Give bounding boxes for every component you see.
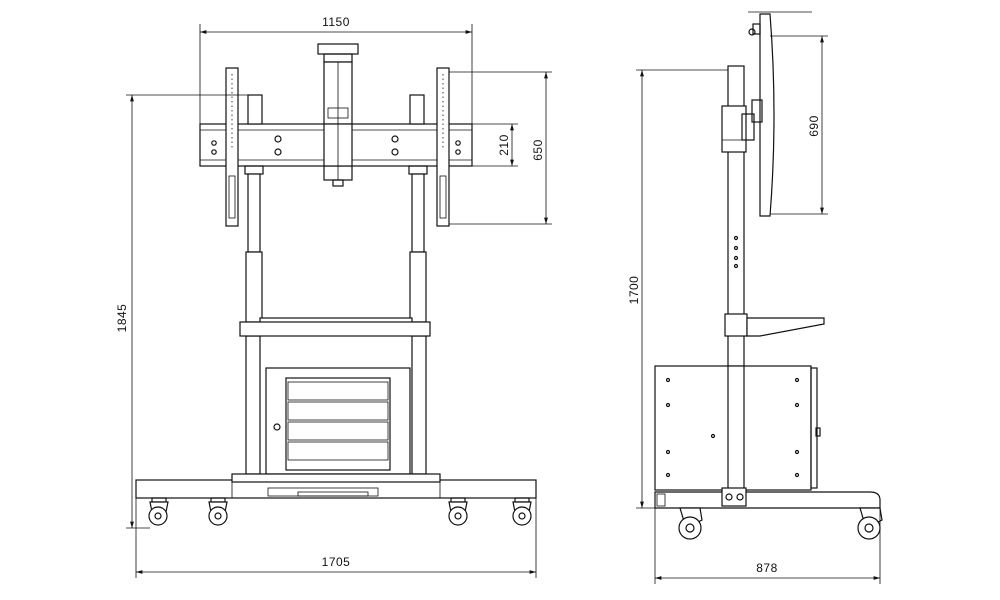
front-cabinet xyxy=(265,367,411,475)
dim-rail-spacing-label: 210 xyxy=(497,134,511,156)
front-caster-4 xyxy=(512,497,532,526)
dim-base-width-label: 1705 xyxy=(322,555,351,569)
dim-screen-height: 690 xyxy=(770,35,828,215)
left-column xyxy=(244,94,264,475)
dim-base-depth: 878 xyxy=(654,508,881,584)
dim-base-depth-label: 878 xyxy=(756,561,778,575)
side-caster-rear xyxy=(857,507,883,540)
dim-bracket-height-label: 650 xyxy=(531,139,545,161)
dim-total-height: 1845 xyxy=(115,94,248,529)
front-caster-3 xyxy=(448,497,468,526)
dim-top-width-label: 1150 xyxy=(322,15,350,29)
side-screen xyxy=(748,11,812,217)
right-vesa-rail xyxy=(436,67,450,227)
dim-screen-height-label: 690 xyxy=(807,115,821,137)
left-vesa-rail xyxy=(225,67,239,227)
side-cabinet xyxy=(654,365,821,491)
dim-top-width: 1150 xyxy=(199,15,473,124)
front-view: 1150 1845 650 210 1705 xyxy=(115,15,552,578)
dim-rail-spacing: 210 xyxy=(472,123,518,167)
dim-base-width: 1705 xyxy=(135,498,537,578)
side-shelf xyxy=(724,313,825,337)
side-caster-front xyxy=(678,507,703,540)
right-column xyxy=(408,94,428,475)
dim-bracket-height: 650 xyxy=(449,71,552,225)
front-shelf xyxy=(239,317,431,337)
dim-total-height-label: 1845 xyxy=(115,304,129,333)
side-view: 690 1700 878 xyxy=(627,11,883,584)
crossbar xyxy=(199,123,473,167)
side-base xyxy=(654,487,881,509)
front-caster-1 xyxy=(148,497,169,526)
front-caster-2 xyxy=(208,497,228,526)
dim-column-height: 1700 xyxy=(627,69,728,509)
dim-column-height-label: 1700 xyxy=(627,276,641,305)
front-base xyxy=(135,473,537,499)
